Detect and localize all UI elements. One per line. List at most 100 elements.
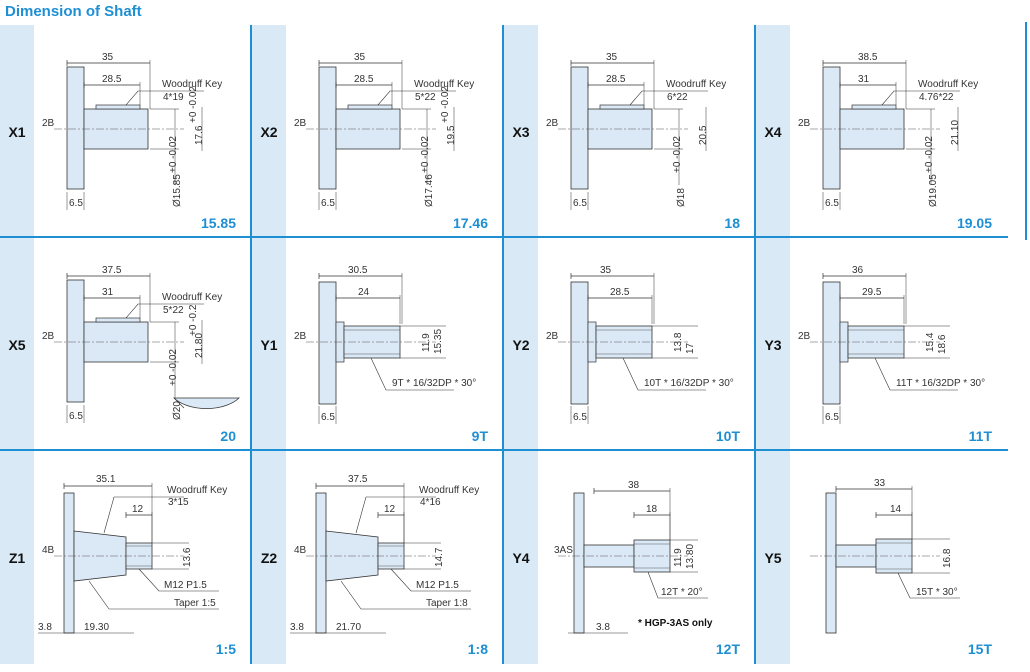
dim-text: Ø15.85: [172, 174, 183, 207]
dim-text: 38: [628, 480, 640, 491]
cell-divider: [754, 25, 756, 238]
dim-text: Ø20: [172, 401, 183, 420]
dim-text: 17: [685, 342, 696, 354]
drawing-line: [355, 496, 436, 534]
dim-text: 15.4: [925, 332, 936, 352]
key-leader: [629, 90, 708, 106]
page-title: Dimension of Shaft: [5, 3, 142, 20]
dim-text: 2B: [798, 331, 811, 342]
dim-text: 12T * 20°: [661, 587, 703, 598]
row-divider: [504, 449, 756, 451]
shaft-code: Y5: [756, 451, 790, 664]
spec-leader: [370, 357, 454, 391]
row-divider: [756, 449, 1008, 451]
key-leader: [377, 90, 456, 106]
dim-text: 14: [890, 504, 902, 515]
dim-text: 9T * 16/32DP * 30°: [392, 378, 476, 389]
drawing-line: [173, 397, 185, 409]
dim-text: 6.5: [825, 198, 839, 209]
dim-text: 35: [600, 265, 612, 276]
dim-text: 18.6: [937, 334, 948, 354]
key-slot: [95, 104, 141, 110]
shaft-code: X3: [504, 25, 538, 238]
shaft-caption: 9T: [471, 428, 488, 444]
flange: [318, 281, 337, 405]
shaft-code: Y3: [756, 238, 790, 451]
shaft-code: Y2: [504, 238, 538, 451]
shaft-code: X5: [0, 238, 34, 451]
dim-text: 11.9: [673, 548, 684, 567]
row-divider: [504, 236, 756, 238]
drawing-line: [897, 572, 960, 599]
flange: [573, 492, 585, 634]
drawing-line: [138, 568, 219, 592]
dim-text: 38.5: [858, 52, 878, 63]
cell-divider: [502, 238, 504, 451]
shaft-caption: 17.46: [452, 215, 488, 231]
shaft-code: X4: [756, 25, 790, 238]
dim-text: 4.76*22: [919, 92, 954, 103]
dim-text: 37.5: [348, 474, 368, 485]
dim-text: 35: [606, 52, 618, 63]
dim-text: +0 -0.2: [188, 304, 199, 336]
key-leader: [125, 303, 204, 319]
dim-text: 31: [102, 287, 114, 298]
dim-text: 21.10: [950, 120, 961, 145]
shaft-caption: 12T: [715, 641, 740, 657]
dim-text: 12: [132, 504, 144, 515]
row-divider: [0, 236, 252, 238]
dim-text: 2B: [546, 118, 559, 129]
dim-text: 3.8: [596, 622, 610, 633]
dim-text: 28.5: [354, 74, 374, 85]
edge-marker: [1025, 22, 1027, 240]
dim-text: Ø19.05: [928, 174, 939, 207]
flange: [318, 66, 337, 190]
dim-text: 20.5: [698, 125, 709, 145]
drawing-line: [88, 580, 219, 610]
dim-text: 6.5: [69, 411, 83, 422]
dim-text: 2B: [546, 331, 559, 342]
shaft-caption: 11T: [968, 428, 992, 444]
dim-text: 35: [102, 52, 114, 63]
spec-leader: [874, 357, 958, 391]
key-slot: [599, 104, 645, 110]
dim-text: 3.8: [290, 622, 304, 633]
row-divider: [756, 236, 1008, 238]
dim-text: 16.8: [942, 548, 953, 568]
dim-text: 31: [858, 74, 870, 85]
dim-text: Woodruff Key: [918, 79, 978, 90]
dim-text: Woodruff Key: [414, 79, 474, 90]
cell-divider: [502, 451, 504, 664]
dim-text: 2B: [294, 331, 307, 342]
dim-text: 28.5: [102, 74, 122, 85]
dim-text: 6*22: [667, 92, 688, 103]
shaft-caption: 20: [220, 428, 236, 444]
dim-text: 11.9: [421, 333, 432, 352]
drawing-line: [390, 568, 471, 592]
flange: [822, 281, 841, 405]
dim-text: Taper 1:8: [426, 598, 468, 609]
dim-text: 4B: [294, 545, 307, 556]
dim-text: 36: [852, 265, 864, 276]
